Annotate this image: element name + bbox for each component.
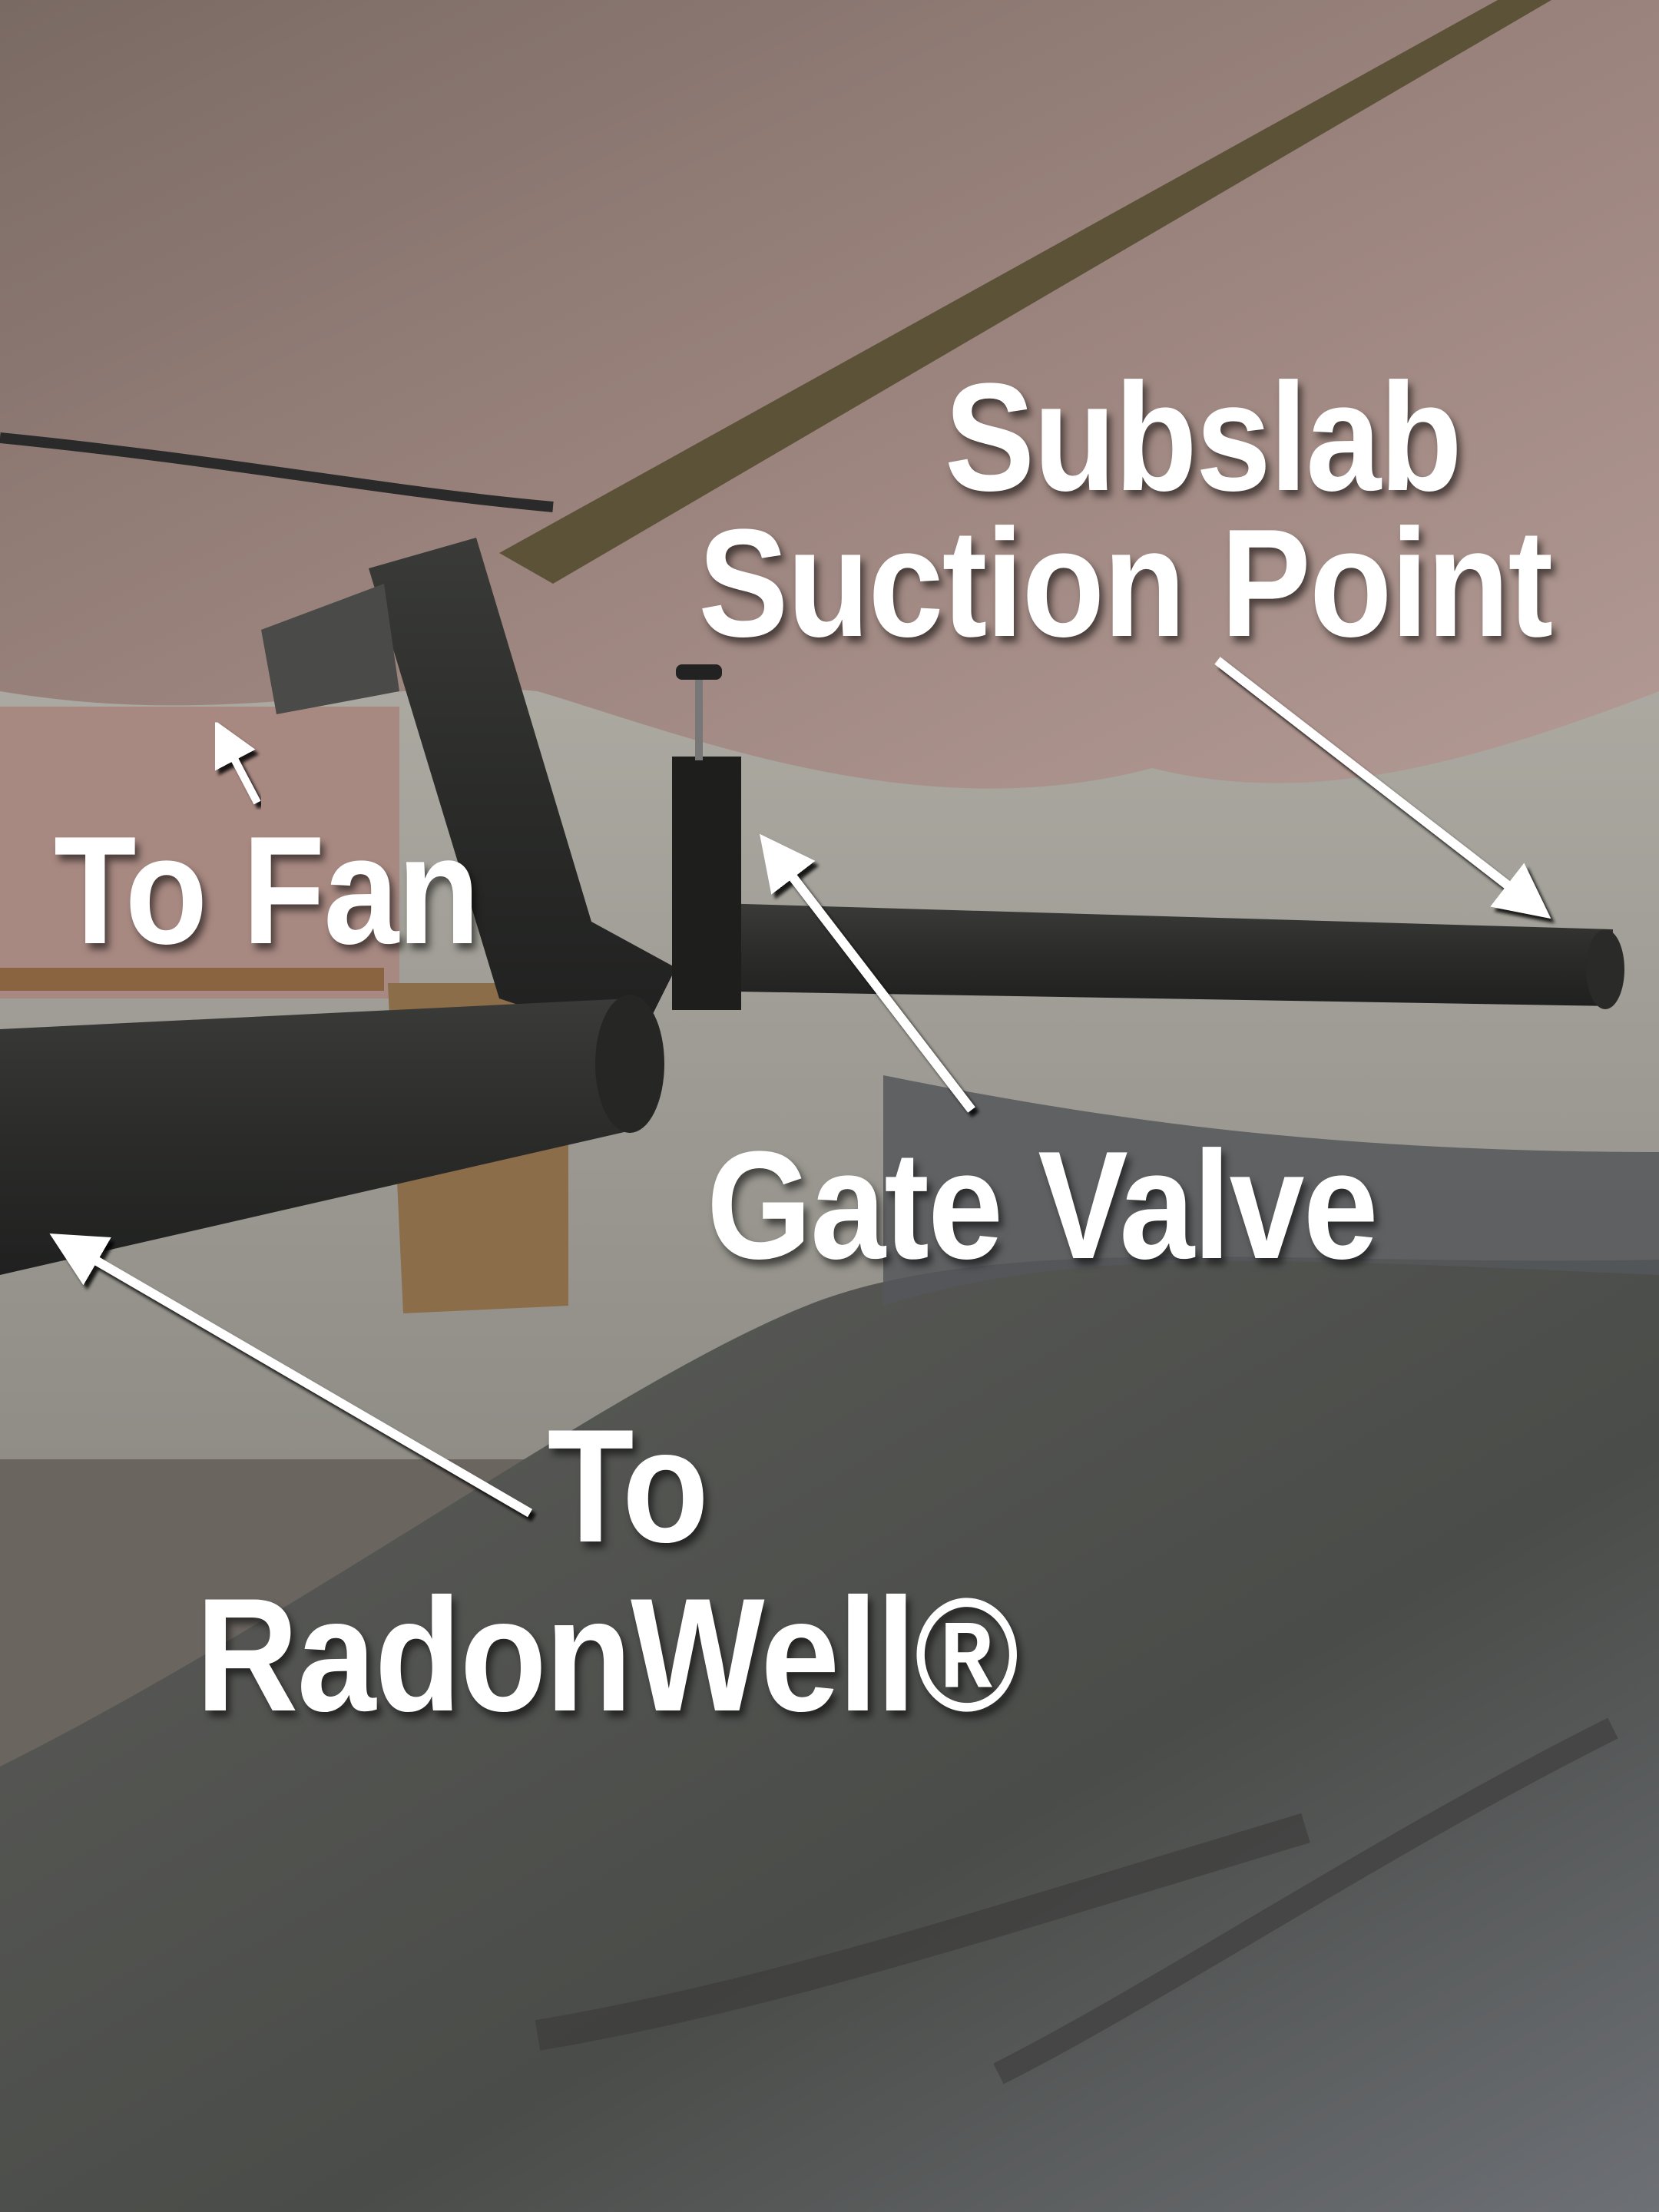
label-line: To Fan (54, 805, 480, 976)
label-line: Suction Point (698, 498, 1553, 669)
label-line: Gate Valve (707, 1120, 1379, 1291)
label-subslab-suction-point: Subslab Suction Point (645, 361, 1605, 661)
label-to-radonwell: To RadonWell® (196, 1396, 1019, 1745)
label-gate-valve: Gate Valve (707, 1120, 1379, 1291)
label-line: Subslab (944, 352, 1462, 523)
label-line: To (547, 1396, 709, 1576)
label-to-fan: To Fan (54, 805, 480, 976)
label-line: RadonWell® (196, 1565, 1019, 1745)
